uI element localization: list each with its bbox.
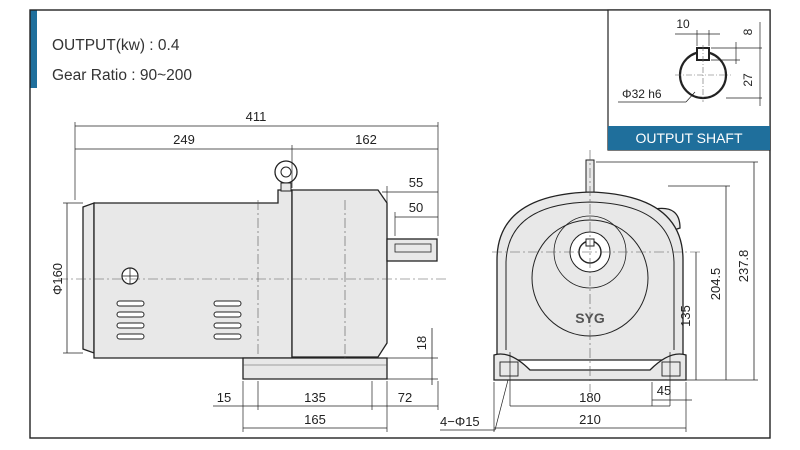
overall-length-label: 411 [246,109,267,124]
output-shaft-title: OUTPUT SHAFT [635,130,743,146]
shaft-diameter-label: Φ32 h6 [622,87,662,101]
holes-label: 4−Φ15 [440,414,480,429]
vent-slots-left [116,300,145,340]
foot-width-label: 45 [657,383,671,398]
output-shaft-title-bar [608,126,770,150]
shaft-center-height-label: 135 [678,305,693,327]
header-accent-bar [30,10,37,88]
dim-72-label: 72 [398,390,412,405]
foot-height-label: 18 [414,336,429,350]
key-depth-label: 8 [741,28,755,35]
output-shaft-inset: OUTPUT SHAFT 10 8 27 Φ32 h6 [607,9,771,151]
dim-165-label: 165 [304,412,326,427]
front-view: SYG 237.8 204.5 135 180 45 210 [492,150,758,432]
shaft-ext-55-label: 55 [409,175,423,190]
motor-diameter-label: Φ160 [50,263,65,295]
dim-15-label: 15 [217,390,231,405]
dim-135-label: 135 [304,390,326,405]
height-top-label: 204.5 [708,268,723,301]
motor-length-label: 249 [173,132,195,147]
hole-spacing-label: 180 [579,390,601,405]
shaft-height-label: 27 [741,73,755,87]
motor-end-cap [82,202,95,354]
height-total-label: 237.8 [736,250,751,283]
base-width-label: 210 [579,412,601,427]
shaft-key [394,243,432,253]
shaft-ext-50-label: 50 [409,200,423,215]
front-base [493,353,687,381]
output-shaft [386,238,438,262]
output-spec: OUTPUT(kw) : 0.4 [52,37,180,54]
vent-slots-right [213,300,242,340]
gear-length-label: 162 [355,132,377,147]
gear-housing [291,189,388,358]
drawing-frame [29,9,771,439]
key-width-label: 10 [676,17,690,31]
base-foot [242,357,388,380]
gear-ratio-spec: Gear Ratio : 90~200 [52,67,193,84]
side-view: 411 249 162 55 50 Φ160 18 15 135 72 165 [50,109,509,432]
